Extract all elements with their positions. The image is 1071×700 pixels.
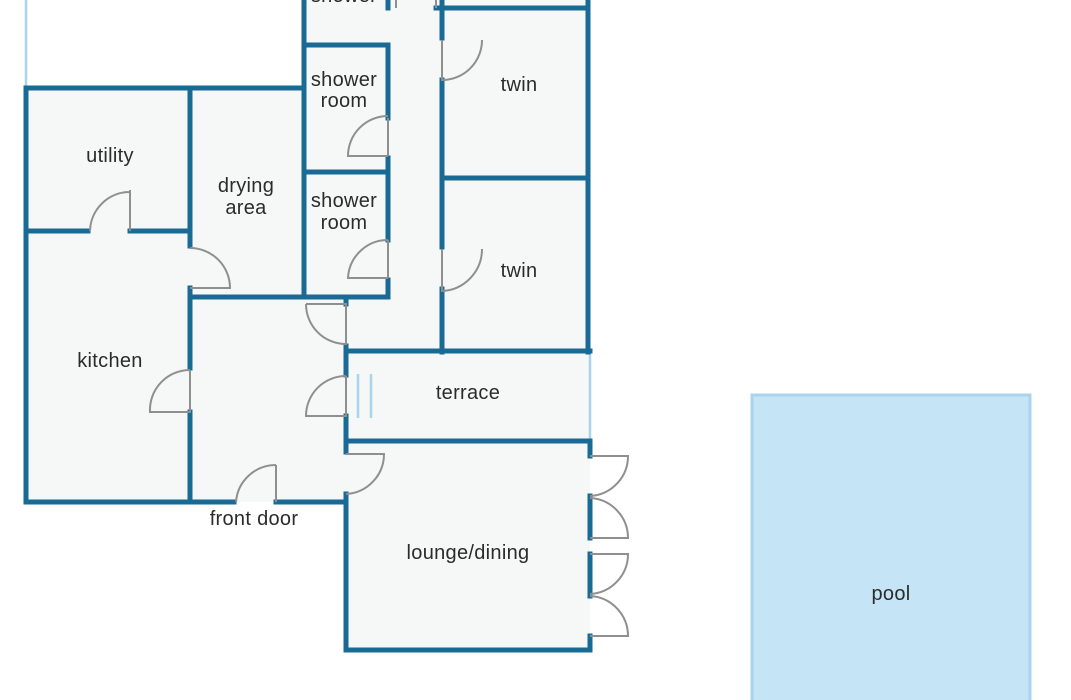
label-kitchen: kitchen <box>77 350 142 372</box>
label-lounge-dining: lounge/dining <box>407 542 530 564</box>
doors <box>89 0 630 637</box>
glazed-edges <box>24 0 592 440</box>
pool <box>750 393 1032 700</box>
label-shower-top: shower <box>311 0 377 7</box>
label-twin-2: twin <box>501 260 538 282</box>
label-shower-room-1-line2: room <box>321 90 368 112</box>
label-twin-1: twin <box>501 74 538 96</box>
label-drying-area-line1: drying <box>218 175 274 197</box>
label-pool: pool <box>871 583 910 605</box>
label-shower-room-2-line1: shower <box>311 190 377 212</box>
walls <box>23 0 593 653</box>
label-drying-area-line2: area <box>225 197 267 219</box>
label-shower-room-2-line2: room <box>321 212 368 234</box>
label-utility: utility <box>86 145 134 167</box>
label-shower-room-1-line1: shower <box>311 69 377 91</box>
room-labels: shower shower room twin utility drying a… <box>77 0 910 605</box>
label-terrace: terrace <box>436 382 500 404</box>
label-front-door: front door <box>210 508 299 530</box>
